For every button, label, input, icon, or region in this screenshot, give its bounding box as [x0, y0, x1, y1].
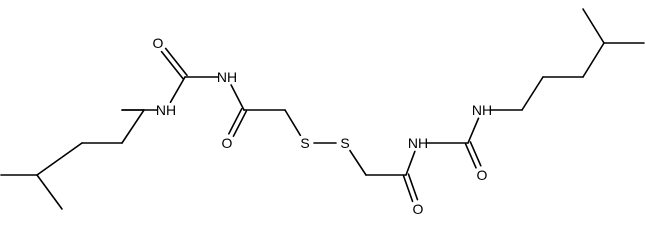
double-bond-line: [232, 110, 248, 137]
sulfur-atom-label: S: [340, 135, 349, 151]
nh-atom-label: NH: [472, 102, 492, 118]
oxygen-atom-label: O: [413, 201, 424, 217]
single-bond: [405, 150, 416, 176]
nh-atom-label: NH: [217, 69, 237, 85]
single-bond: [284, 109, 302, 137]
single-bond: [582, 42, 605, 78]
double-bond-line: [402, 175, 414, 203]
single-bond: [230, 84, 245, 111]
single-bond: [36, 142, 83, 176]
single-bond: [582, 8, 605, 44]
oxygen-atom-label: O: [153, 35, 164, 51]
nh-atom-label: NH: [156, 102, 176, 118]
nh-atom-label: NH: [408, 135, 428, 151]
oxygen-atom-label: O: [477, 167, 488, 183]
double-bond-line: [164, 47, 188, 77]
single-bond: [36, 174, 63, 210]
double-bond-line: [464, 143, 477, 169]
oxygen-atom-label: O: [222, 135, 233, 151]
double-bond-line: [469, 141, 482, 167]
single-bond: [169, 76, 186, 104]
single-bond: [467, 117, 480, 144]
double-bond-line: [160, 50, 184, 80]
single-bond: [349, 149, 367, 176]
sulfur-atom-label: S: [300, 135, 309, 151]
single-bond: [121, 109, 145, 144]
double-bond-line: [407, 173, 419, 201]
single-bond: [521, 76, 544, 111]
bonds: [0, 8, 645, 210]
atom-labels: NH O NH O S S O NH O NH: [153, 35, 493, 217]
double-bond-line: [228, 108, 243, 135]
chemical-structure: NH O NH O S S O NH O NH: [0, 8, 645, 217]
